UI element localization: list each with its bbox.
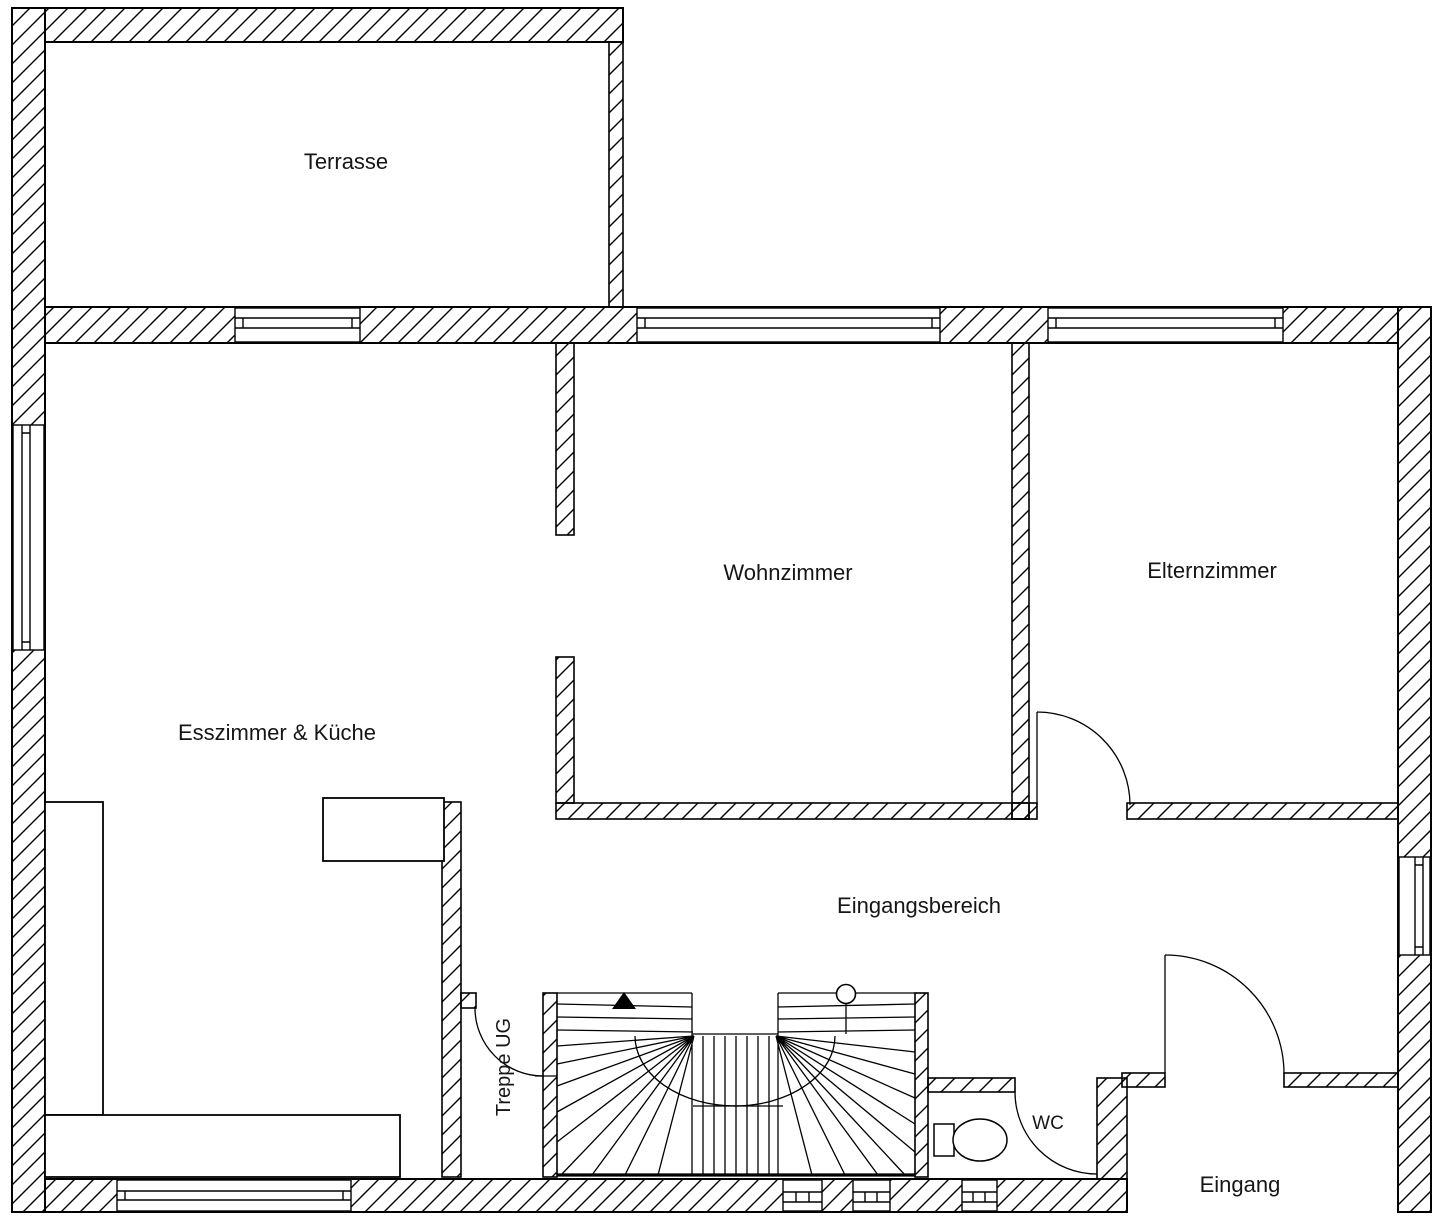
vent-box-3	[961, 1179, 998, 1212]
window-esszimmer-south	[116, 1179, 352, 1212]
room-label-treppe-ug: Treppe UG	[493, 1018, 515, 1116]
wall-wohnzimmer-elternzimmer	[1011, 342, 1030, 820]
window-wohnzimmer-north	[636, 307, 941, 343]
interior-walls	[441, 342, 1399, 1180]
wall-wohnzimmer-bottom	[555, 802, 1030, 820]
wall-wc-top	[927, 1077, 1016, 1093]
toilet-icon	[933, 1118, 1008, 1162]
door-wc	[1014, 1091, 1098, 1175]
doors	[474, 711, 1285, 1175]
room-label-esszimmer-kueche: Esszimmer & Küche	[178, 720, 376, 745]
room-label-eingang: Eingang	[1200, 1172, 1281, 1197]
window-esszimmer-north	[234, 307, 361, 343]
room-label-terrasse: Terrasse	[304, 149, 388, 174]
wall-terrace-top	[44, 7, 624, 43]
wall-esszimmer-wohnzimmer-upper	[555, 342, 575, 536]
room-label-elternzimmer: Elternzimmer	[1147, 558, 1277, 583]
wall-stair-left	[542, 992, 558, 1178]
door-jamb-treppe	[460, 992, 477, 1009]
wall-right	[1397, 306, 1432, 1213]
kitchen-counters	[44, 797, 445, 1178]
wall-stair-right	[914, 992, 929, 1178]
room-labels: Terrasse Esszimmer & Küche Wohnzimmer El…	[178, 149, 1280, 1197]
windows	[12, 307, 1431, 1212]
wall-elternzimmer-bottom	[1126, 802, 1399, 820]
window-esszimmer-west	[12, 424, 45, 651]
vent-box-2	[852, 1179, 891, 1212]
wall-wc-right	[1096, 1077, 1128, 1180]
wall-entry-left	[1121, 1072, 1166, 1088]
door-entrance	[1164, 954, 1285, 1075]
room-label-wc: WC	[1032, 1113, 1064, 1134]
door-treppe-ug	[474, 1007, 557, 1077]
kitchen-counter-bottom	[44, 1114, 401, 1178]
wall-entry-right	[1283, 1072, 1399, 1088]
wall-esszimmer-wohnzimmer-lower	[555, 656, 575, 804]
wall-terrace-right	[608, 41, 624, 308]
window-eingangsbereich-east	[1398, 856, 1431, 956]
staircase	[556, 983, 916, 1177]
stair-direction-arrow	[612, 992, 636, 1009]
wall-kitchen	[441, 801, 462, 1178]
stair-eye-arc	[634, 1035, 836, 1107]
exterior-walls	[11, 7, 1432, 1213]
window-elternzimmer-north	[1047, 307, 1284, 343]
door-elternzimmer	[1036, 711, 1131, 806]
wall-elternzimmer-bottom-stub	[1011, 802, 1038, 820]
kitchen-counter-left	[44, 801, 104, 1116]
vent-box-1	[782, 1179, 823, 1212]
stair-newel-post-icon	[835, 983, 857, 1005]
kitchen-island	[322, 797, 445, 862]
room-label-wohnzimmer: Wohnzimmer	[723, 560, 852, 585]
room-label-eingangsbereich: Eingangsbereich	[837, 893, 1001, 918]
